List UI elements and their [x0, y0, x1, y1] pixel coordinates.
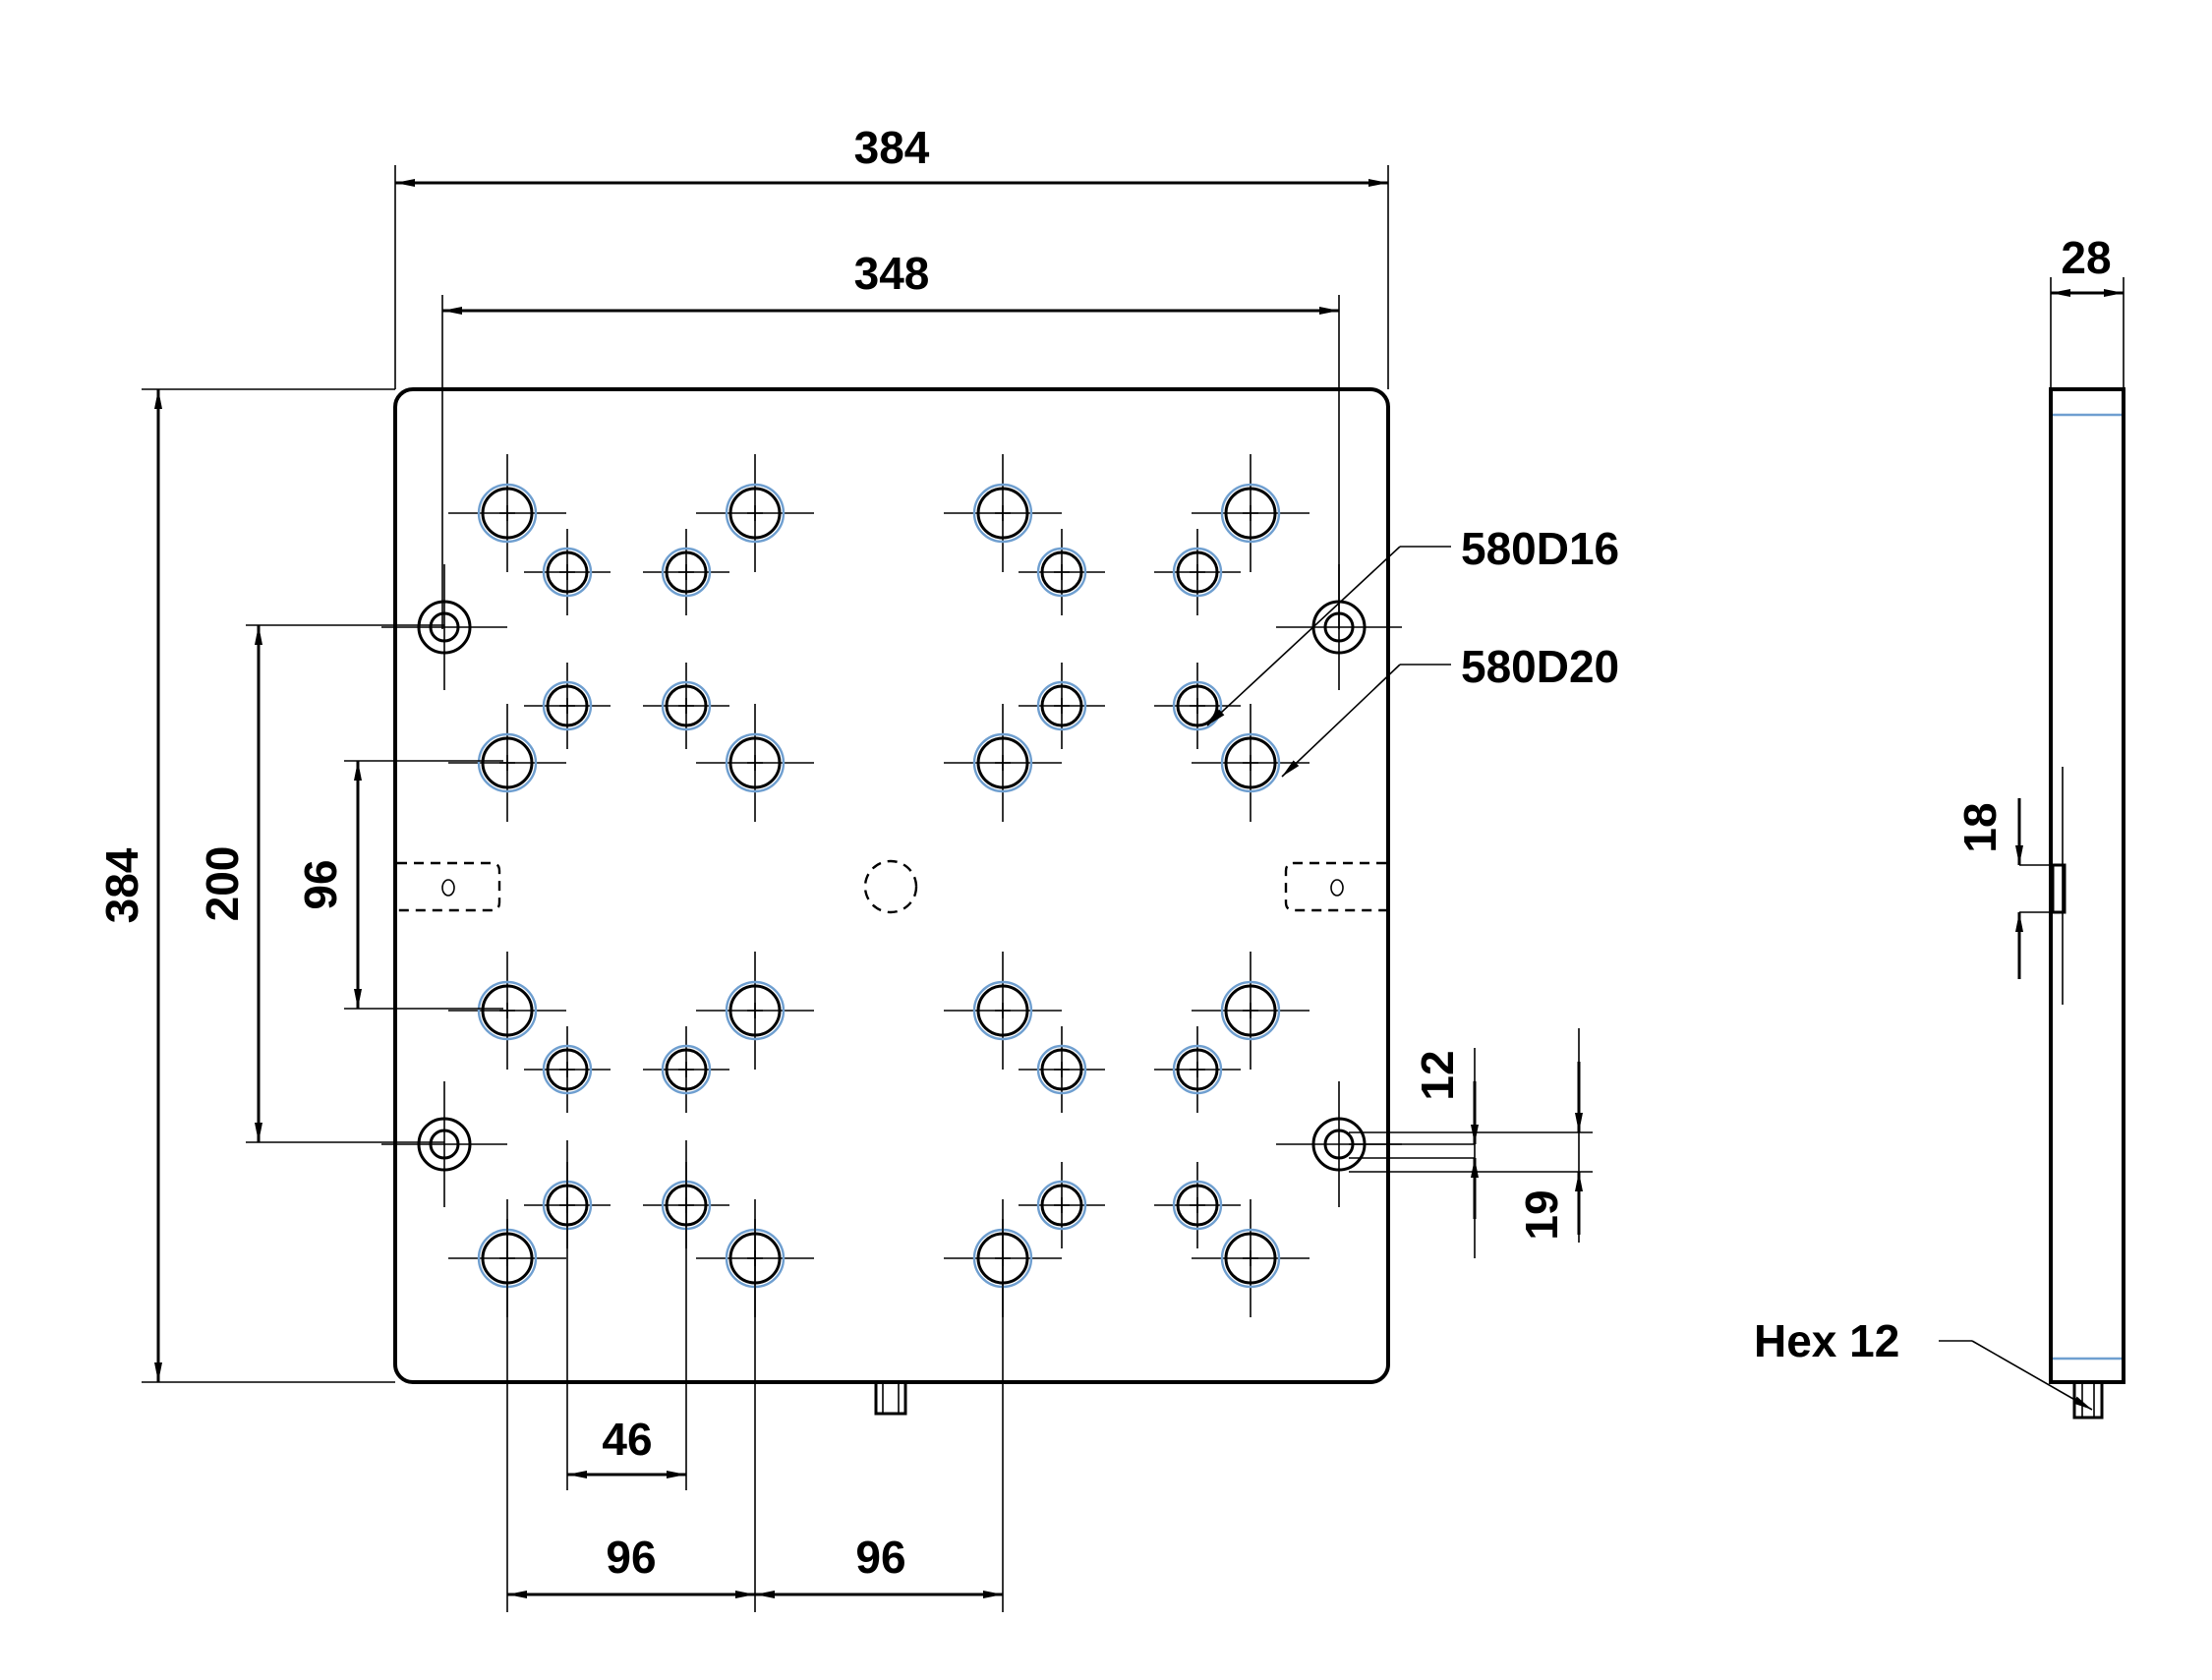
small-hole: [665, 1048, 708, 1091]
small-hole: [1040, 684, 1083, 727]
callout-small-hole: 580D16: [1461, 523, 1619, 574]
large-hole: [1224, 736, 1277, 789]
large-hole: [481, 984, 534, 1037]
small-hole: [1176, 550, 1219, 594]
large-hole: [481, 736, 534, 789]
side-view: 28 18 Hex 12: [1754, 232, 2125, 1419]
large-hole: [481, 487, 534, 540]
dim-pin-width: 18: [1954, 802, 2006, 852]
large-hole: [728, 736, 782, 789]
pin-hole-outer: [417, 1117, 472, 1172]
small-hole: [546, 684, 589, 727]
dim-inner-width: 348: [854, 248, 930, 299]
large-hole: [1224, 1232, 1277, 1285]
dim-edge-offset-b: 19: [1516, 1189, 1567, 1240]
pin-hole-outer: [417, 600, 472, 655]
small-hole: [665, 684, 708, 727]
side-view-outline: [2049, 387, 2125, 1384]
large-hole: [976, 487, 1029, 540]
dim-pin-spacing-vertical: 200: [197, 846, 248, 922]
small-hole: [665, 550, 708, 594]
dim-thickness: 28: [2061, 232, 2111, 283]
large-hole: [1224, 487, 1277, 540]
dim-small-hole-spacing: 46: [602, 1414, 652, 1465]
large-hole: [728, 984, 782, 1037]
left-side-slot: [397, 861, 501, 912]
large-hole: [976, 984, 1029, 1037]
dim-edge-offset-a: 12: [1412, 1050, 1463, 1100]
dim-hole-spacing-right: 96: [855, 1532, 905, 1583]
small-hole: [1176, 1048, 1219, 1091]
small-hole: [1040, 1184, 1083, 1227]
small-hole: [546, 1048, 589, 1091]
pin-hole-inner: [429, 611, 460, 643]
dimensions: 384 348 384 200 96 46 96 96: [96, 122, 1583, 1612]
small-hole: [1040, 550, 1083, 594]
callout-hex: Hex 12: [1754, 1315, 1899, 1366]
large-hole: [976, 736, 1029, 789]
right-side-slot: [1284, 861, 1386, 912]
dim-hole-spacing-vertical: 96: [295, 859, 346, 909]
dim-hole-spacing-left: 96: [606, 1532, 656, 1583]
pin-hole-inner: [429, 1129, 460, 1160]
dim-overall-height: 384: [96, 847, 147, 923]
callouts: 580D16 580D20: [1206, 523, 1619, 778]
callout-large-hole: 580D20: [1461, 641, 1619, 692]
small-hole: [1176, 1184, 1219, 1227]
large-hole: [728, 487, 782, 540]
dim-overall-width: 384: [854, 122, 930, 173]
center-dashed-circle: [863, 859, 918, 914]
small-hole: [1176, 684, 1219, 727]
small-hole: [546, 550, 589, 594]
large-hole: [1224, 984, 1277, 1037]
small-hole: [1040, 1048, 1083, 1091]
bottom-hex-pin: [874, 1380, 907, 1416]
front-view: [381, 387, 1593, 1416]
